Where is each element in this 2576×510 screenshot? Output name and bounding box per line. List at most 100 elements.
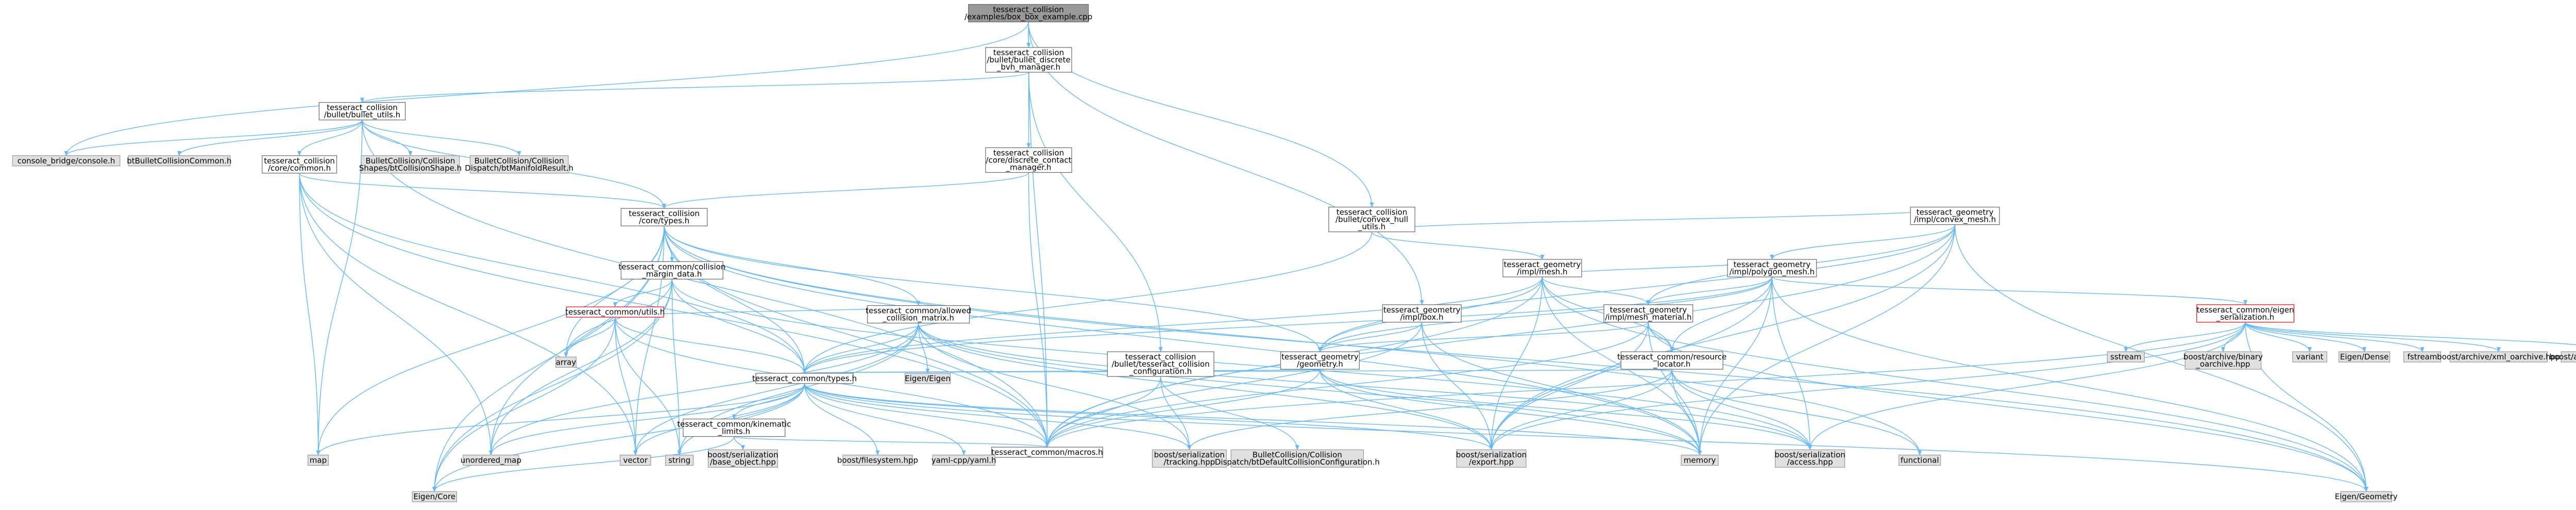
node-label-line: btBulletCollisionCommon.h: [127, 156, 231, 166]
dependency-edge: [1541, 277, 2368, 492]
node-label-line: tesseract_common/collision: [618, 262, 725, 272]
node-label-line: tesseract_collision: [993, 5, 1064, 15]
node-label-line: /bullet/bullet_discrete: [987, 55, 1070, 65]
node-collision_config[interactable]: tesseract_collision/bullet/tesseract_col…: [1107, 351, 1214, 377]
dependency-edge: [1028, 172, 1049, 448]
node-label-line: _collision_matrix.h: [882, 314, 954, 323]
dependency-edge: [918, 323, 1812, 451]
dependency-edge: [432, 317, 616, 492]
dependency-edge: [1489, 322, 2246, 451]
node-discrete_contact[interactable]: tesseract_collision/core/discrete_contac…: [985, 147, 1072, 173]
node-common_utils[interactable]: tesseract_common/utils.h: [565, 306, 665, 318]
dependency-edge: [1319, 369, 1812, 451]
node-geometry_mesh[interactable]: tesseract_geometry/impl/mesh.h: [1502, 259, 1582, 277]
dependency-edge: [1489, 224, 1956, 451]
dependency-edge: [802, 323, 919, 374]
dependency-edge: [1771, 277, 2368, 492]
dependency-edge: [1319, 369, 1702, 456]
dependency-edge: [1646, 276, 1773, 305]
node-label-line: array: [556, 357, 576, 367]
node-geometry_convex_mesh[interactable]: tesseract_geometry/impl/convex_mesh.h: [1910, 206, 2000, 225]
node-label-line: console_bridge/console.h: [18, 156, 115, 166]
node-eigen_geometry: Eigen/Geometry: [2335, 491, 2398, 502]
node-label-line: Eigen/Dense: [2340, 352, 2388, 361]
node-eigen_eigen: Eigen/Eigen: [904, 373, 951, 384]
dependency-edge: [802, 232, 1372, 374]
node-box: [412, 491, 457, 502]
node-geometry_geometry[interactable]: tesseract_geometry/geometry.h: [1280, 351, 1360, 370]
node-box: [2561, 351, 2576, 363]
dependency-edge: [615, 317, 807, 374]
dependency-edge: [804, 368, 1672, 374]
node-margin_data[interactable]: tesseract_common/collision_margin_data.h: [618, 261, 725, 279]
dependency-edge: [1045, 369, 1320, 448]
node-allowed_collision[interactable]: tesseract_common/allowed_collision_matri…: [866, 305, 971, 324]
dependency-edge: [1489, 277, 1543, 451]
node-label-line: Eigen/Core: [413, 492, 455, 501]
node-common_macros[interactable]: tesseract_common/macros.h: [991, 447, 1104, 458]
node-bullet_utils[interactable]: tesseract_collision/bullet/bullet_utils.…: [318, 102, 406, 121]
node-box: [707, 449, 778, 468]
dependency-edge: [1954, 224, 2368, 492]
dependency-edge: [1028, 22, 1049, 448]
node-geometry_polygon_mesh[interactable]: tesseract_geometry/impl/polygon_mesh.h: [1727, 259, 1817, 277]
node-label-line: tesseract_common/macros.h: [991, 448, 1103, 457]
node-label-line: _limits.h: [718, 427, 751, 437]
node-resource_locator[interactable]: tesseract_common/resource_locator.h: [1617, 351, 1726, 370]
node-label-line: boost/serialization: [1456, 450, 1527, 459]
dependency-edge: [64, 22, 1029, 156]
node-common_types[interactable]: tesseract_common/types.h: [752, 373, 857, 384]
node-label-line: /impl/convex_mesh.h: [1914, 215, 1996, 225]
dependency-edge: [671, 279, 807, 374]
dependency-edge: [664, 226, 1702, 456]
node-label-line: boost/archive/xml_oarchive.hpp: [2437, 352, 2560, 362]
dependency-edge: [664, 226, 1322, 353]
node-box: [2449, 351, 2548, 363]
node-core_common[interactable]: tesseract_collision/core/common.h: [262, 155, 337, 174]
dependency-edge: [1808, 322, 2246, 451]
node-label-line: /geometry.h: [1297, 359, 1343, 369]
node-label-line: Eigen/Geometry: [2335, 492, 2398, 501]
dependency-edge: [1045, 322, 1422, 448]
dependency-edge: [64, 120, 363, 156]
node-label-line: tesseract_collision: [264, 156, 335, 166]
node-label-line: tesseract_common/eigen: [2197, 305, 2294, 315]
dependency-edge: [299, 173, 493, 456]
node-box: [12, 155, 121, 167]
node-bullet_discrete[interactable]: tesseract_collision/bullet/bullet_discre…: [985, 47, 1072, 73]
dependency-edge: [2245, 322, 2576, 346]
node-box: [755, 373, 854, 384]
node-mesh_material[interactable]: tesseract_geometry/impl/mesh_material.h: [1603, 304, 1693, 323]
node-core_types[interactable]: tesseract_collision/core/types.h: [620, 208, 708, 226]
node-boost_filesystem: boost/filesystem.hpp: [837, 454, 918, 466]
node-label-line: Dispatch/btManifoldResult.h: [465, 163, 573, 173]
node-box: [308, 454, 329, 466]
dependency-edge: [1371, 232, 1545, 260]
node-box: [1382, 304, 1462, 323]
dependency-edge: [1160, 376, 1192, 451]
dependency-edge: [1671, 369, 1922, 456]
dependency-edge: [1028, 22, 1374, 208]
node-label-line: _bvh_manager.h: [996, 62, 1060, 72]
node-root[interactable]: tesseract_collision/examples/box_box_exa…: [964, 4, 1092, 23]
node-box: [128, 155, 231, 167]
node-box: [620, 208, 708, 226]
node-label-line: /impl/polygon_mesh.h: [1730, 267, 1815, 277]
node-eigen_serialization[interactable]: tesseract_common/eigen_serialization.h: [2196, 304, 2295, 323]
dependency-edge: [804, 383, 966, 456]
node-convex_hull_utils[interactable]: tesseract_collision/bullet/convex_hull_u…: [1328, 206, 1415, 233]
node-geometry_box[interactable]: tesseract_geometry/impl/box.h: [1382, 304, 1462, 323]
node-fstream: fstream: [2403, 351, 2442, 363]
dependency-edge: [1160, 376, 1299, 451]
node-label-line: /impl/mesh.h: [1517, 267, 1568, 276]
node-label-line: tesseract_geometry: [1504, 260, 1581, 270]
node-kinematic_limits[interactable]: tesseract_common/kinematic_limits.h: [677, 418, 791, 437]
node-box: [2338, 351, 2391, 363]
node-box: [1910, 206, 2000, 225]
node-label-line: /bullet/convex_hull: [1335, 215, 1408, 225]
node-label-line: /bullet/bullet_utils.h: [324, 110, 400, 120]
node-label-line: /examples/box_box_example.cpp: [964, 12, 1092, 22]
node-box: [1603, 304, 1693, 323]
dependency-edge: [1648, 322, 2368, 492]
node-label-line: tesseract_collision: [1336, 208, 1408, 218]
